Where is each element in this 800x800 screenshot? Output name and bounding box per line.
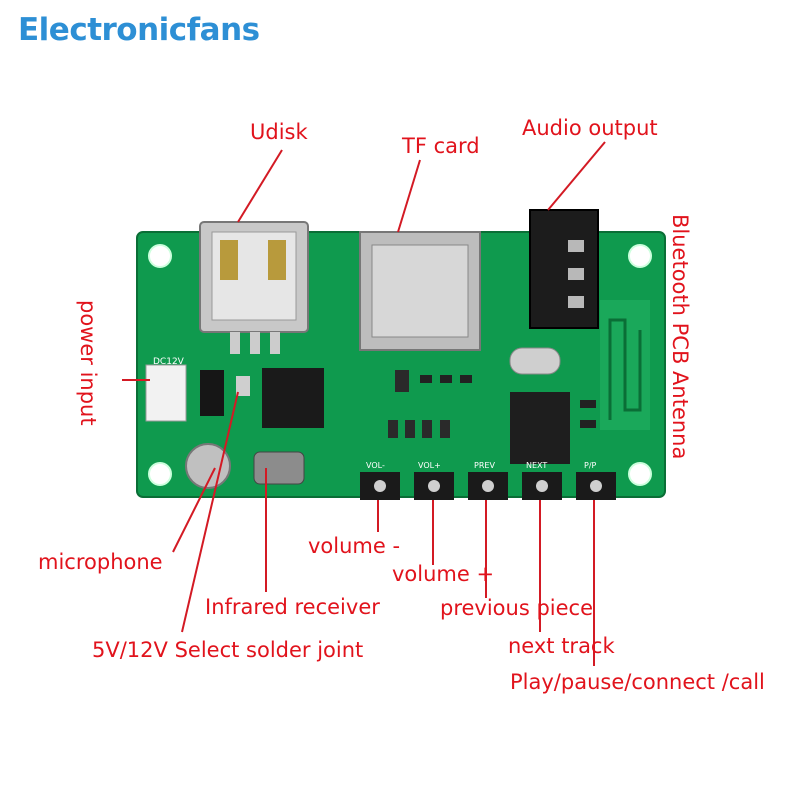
label-next-track: next track — [508, 634, 615, 658]
leader-udisk — [237, 149, 283, 223]
silk-power: DC12V — [153, 357, 185, 367]
silk-button-label: P/P — [584, 461, 597, 470]
brand-logo: Electronicfans — [18, 12, 260, 48]
voltage-regulator — [262, 368, 324, 428]
leader-mic — [172, 467, 216, 553]
antenna-trace — [608, 318, 642, 420]
label-play-pause: Play/pause/connect /call — [510, 670, 765, 694]
silk-button-label: VOL+ — [418, 461, 441, 470]
leader-tf — [397, 159, 421, 233]
label-bluetooth-antenna: Bluetooth PCB Antenna — [668, 214, 692, 460]
label-previous-piece: previous piece — [440, 596, 594, 620]
label-volume-up: volume + — [392, 562, 495, 586]
mount-hole — [628, 462, 652, 486]
ir-receiver-component — [253, 451, 305, 485]
power-connector — [145, 364, 187, 422]
label-microphone: microphone — [38, 550, 163, 574]
label-5v12v-select: 5V/12V Select solder joint — [92, 638, 364, 662]
mount-hole — [628, 244, 652, 268]
mount-hole — [148, 244, 172, 268]
crystal — [509, 347, 561, 375]
audio-jack — [529, 209, 599, 329]
label-volume-down: volume - — [308, 534, 401, 558]
leader-audio — [547, 141, 606, 211]
mount-hole — [148, 462, 172, 486]
silk-button-label: VOL- — [366, 461, 385, 470]
label-audio-output: Audio output — [522, 116, 658, 140]
silk-button-label: NEXT — [526, 461, 547, 470]
label-power-input: power input — [76, 300, 100, 426]
label-tf-card: TF card — [402, 134, 480, 158]
label-infrared-receiver: Infrared receiver — [205, 595, 380, 619]
label-udisk: Udisk — [250, 120, 308, 144]
leader-5v12v — [181, 391, 239, 633]
main-chip — [510, 392, 570, 464]
silk-button-label: PREV — [474, 461, 495, 470]
